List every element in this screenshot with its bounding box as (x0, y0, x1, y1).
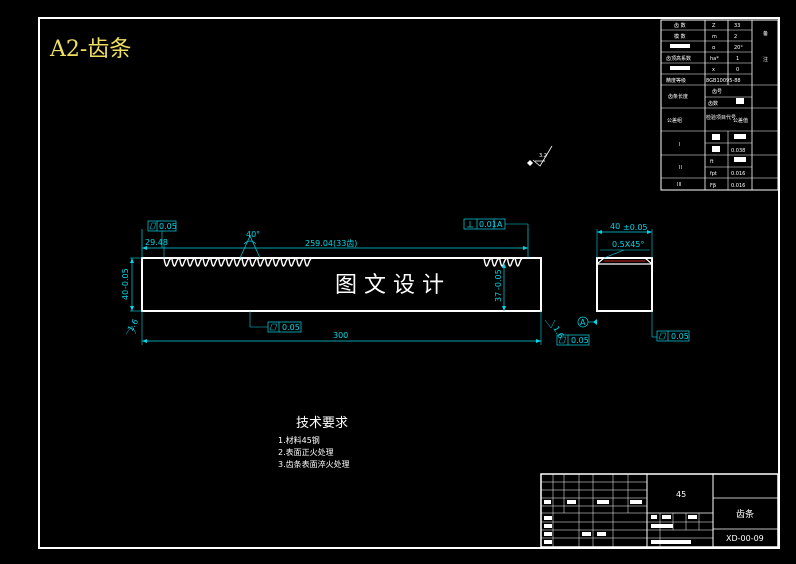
rack-side-view: 40 ±0.05 0.5X45° 0.05 (596, 222, 690, 342)
svg-text:ft: ft (710, 159, 714, 165)
title-block: 45 齿条 XD-00-09 (540, 473, 779, 548)
part-name: 齿条 (736, 508, 754, 520)
height-dim: 40 (121, 290, 130, 300)
svg-text:公差值: 公差值 (733, 117, 748, 124)
svg-text:α: α (712, 45, 716, 51)
chamfer-dim: 0.5X45° (612, 240, 644, 249)
svg-text:20°: 20° (734, 45, 743, 51)
svg-text:A: A (497, 220, 503, 229)
svg-text:0: 0 (736, 67, 739, 73)
svg-text:0.016: 0.016 (731, 183, 745, 189)
top-flatness-tol: 0.05 (159, 222, 177, 231)
watermark-text: 图 文 设 计 (335, 273, 444, 298)
pitch-height-dim: 37 (494, 292, 503, 302)
svg-text:模 数: 模 数 (674, 33, 686, 40)
svg-text:II: II (679, 165, 682, 171)
svg-text:1.6: 1.6 (551, 325, 565, 341)
drawing-title: A2-齿条 (49, 37, 131, 62)
top-perpendicularity-tol: 0.01 (479, 220, 497, 229)
rack-teeth (163, 257, 524, 267)
tech-item-3: 3.齿条表面淬火处理 (278, 459, 350, 469)
svg-text:1: 1 (736, 56, 739, 62)
svg-text:x: x (712, 67, 715, 73)
svg-text:33: 33 (734, 23, 740, 29)
datum-label: A (580, 318, 586, 327)
svg-text:±0.05: ±0.05 (623, 223, 648, 232)
svg-text:Z: Z (712, 23, 716, 29)
svg-text:3.2: 3.2 (539, 153, 547, 159)
svg-text:2: 2 (734, 34, 737, 40)
tech-heading: 技术要求 (296, 416, 348, 431)
pitch-length-dim: 259.04(33齿) (305, 239, 357, 248)
total-length-dim: 300 (333, 331, 348, 340)
svg-text:fpt: fpt (710, 171, 717, 177)
svg-text:备: 备 (763, 30, 768, 37)
tech-item-1: 1.材料45钢 (278, 435, 320, 445)
svg-text:0.038: 0.038 (731, 148, 745, 154)
svg-text:-0.05: -0.05 (121, 268, 130, 289)
bottom-flatness-tol: 0.05 (282, 323, 300, 332)
svg-text:Fβ: Fβ (710, 183, 716, 189)
tech-item-2: 2.表面正火处理 (278, 447, 334, 457)
svg-text:0.016: 0.016 (731, 171, 745, 177)
parameter-table: 齿 数 Z 33 模 数 m 2 α 20° 齿顶高系数 ha* 1 x 0 精… (660, 19, 779, 191)
svg-text:III: III (677, 182, 681, 188)
svg-text:齿 数: 齿 数 (674, 22, 686, 29)
drawing-code: XD-00-09 (726, 534, 764, 543)
tooth-angle-dim: 40° (246, 230, 260, 239)
left-offset-dim: 29.48 (145, 238, 168, 247)
svg-text:检验项目代号: 检验项目代号 (706, 114, 736, 121)
roughness-symbol: 3.2 (527, 145, 553, 167)
svg-text:ha*: ha* (710, 56, 719, 62)
drawing-border (38, 17, 780, 549)
rack-main-view: 259.04(33齿) 29.48 40° 0.05 0.01 A 40 -0.… (121, 218, 597, 346)
technical-requirements: 技术要求 1.材料45钢 2.表面正火处理 3.齿条表面淬火处理 (278, 416, 350, 469)
svg-text:8GB10095-88: 8GB10095-88 (706, 78, 741, 84)
svg-text:1.6: 1.6 (126, 317, 140, 333)
svg-text:精度等级: 精度等级 (666, 77, 686, 84)
svg-text:注: 注 (763, 56, 768, 63)
svg-text:齿号: 齿号 (712, 89, 722, 95)
side-width-dim: 40 (610, 222, 620, 231)
material-value: 45 (676, 490, 686, 499)
right-flatness-tol: 0.05 (571, 336, 589, 345)
svg-text:齿顶高系数: 齿顶高系数 (666, 55, 691, 62)
side-flatness-tol: 0.05 (671, 332, 689, 341)
svg-text:齿数: 齿数 (708, 100, 718, 107)
svg-text:公差组: 公差组 (667, 117, 682, 124)
svg-text:I: I (679, 142, 680, 148)
svg-text:齿条长度: 齿条长度 (668, 93, 688, 100)
svg-text:m: m (712, 34, 717, 40)
svg-text:-0.05: -0.05 (494, 269, 503, 290)
